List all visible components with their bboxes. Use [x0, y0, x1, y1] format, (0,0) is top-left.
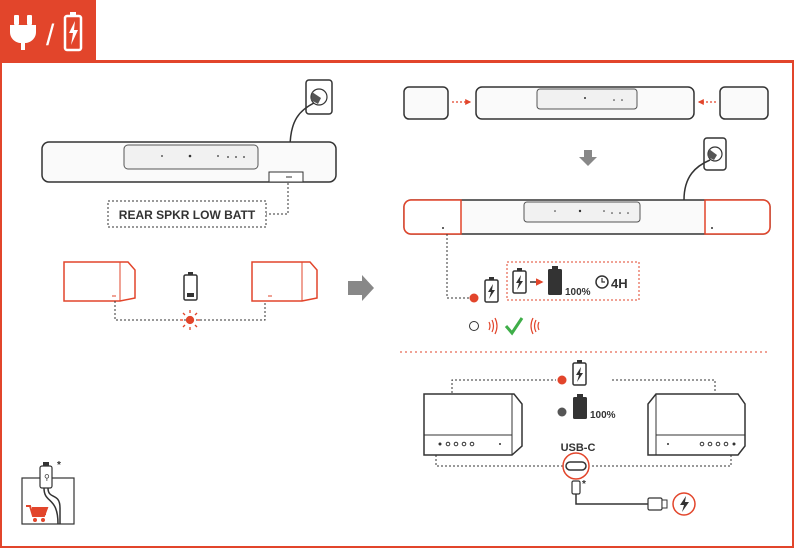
svg-text:⚲: ⚲	[44, 473, 50, 482]
rear-speaker-left-usb	[423, 393, 523, 456]
wall-outlet-icon	[703, 137, 727, 171]
charge-time: 4H	[611, 276, 628, 291]
clock-icon	[595, 275, 609, 289]
replacement-cable-purchase-icon: ⚲	[21, 462, 75, 525]
charging-red-led-icon	[469, 293, 479, 303]
usb-c-port-icon	[565, 461, 587, 471]
right-panel: 100% 4H	[400, 86, 771, 516]
soundbar	[41, 141, 337, 183]
shopping-cart-icon	[26, 505, 49, 522]
header-separator: /	[46, 19, 55, 52]
usb-c-port-label: USB-C	[561, 442, 596, 454]
rear-speaker-right	[251, 261, 318, 302]
full-battery-icon	[573, 394, 587, 419]
plug-icon	[10, 15, 36, 50]
detached-speaker-left	[403, 86, 449, 120]
content-frame	[0, 61, 794, 548]
power-cable	[683, 159, 711, 201]
assembled-soundbar	[403, 199, 771, 235]
signal-waves-icon	[530, 317, 540, 335]
usb-note-mark: *	[582, 479, 586, 490]
detached-speaker-right	[719, 86, 769, 120]
charged-led-icon	[557, 407, 567, 417]
rear-speaker-right-usb	[647, 393, 746, 456]
charging-battery-icon	[572, 360, 587, 386]
left-panel: REAR SPKR LOW BATT	[21, 79, 337, 525]
checkmark-icon	[504, 317, 524, 336]
down-arrow-icon	[579, 150, 597, 166]
full-charge-percent: 100%	[590, 410, 616, 421]
wall-outlet-icon	[305, 79, 333, 115]
charging-battery-icon	[484, 277, 499, 303]
charge-info-box	[506, 261, 640, 301]
low-battery-icon	[183, 272, 198, 301]
usb-c-cable-icon	[571, 480, 668, 511]
battery-charge-icon	[63, 12, 83, 52]
power-adapter-charge-icon	[672, 492, 696, 516]
charging-battery-icon	[512, 268, 527, 294]
full-battery-icon	[548, 266, 562, 295]
header-bar: /	[0, 0, 794, 62]
rear-speaker-left	[63, 261, 136, 302]
blinking-red-led-icon	[180, 310, 200, 330]
soundbar-center-unit	[475, 86, 695, 120]
signal-waves-icon	[488, 317, 498, 335]
next-step-arrow-icon	[348, 275, 374, 301]
footer-note-mark: *	[57, 460, 61, 471]
warning-label-box	[107, 200, 267, 228]
led-off-icon	[469, 321, 479, 331]
charge-percent: 100%	[565, 287, 591, 298]
charging-red-led-icon	[557, 375, 567, 385]
rear-speaker-low-battery-label: REAR SPKR LOW BATT	[119, 208, 256, 222]
